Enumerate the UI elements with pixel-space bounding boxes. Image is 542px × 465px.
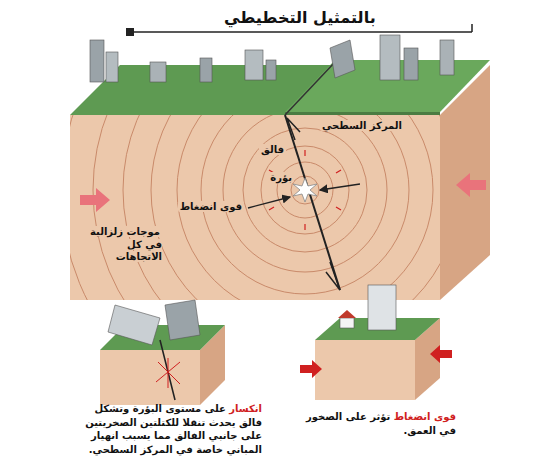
fracture-panel	[156, 358, 180, 388]
buildings	[440, 40, 454, 75]
seismic-waves	[70, 115, 440, 300]
compression-panel	[368, 285, 396, 330]
fracture-panel	[108, 305, 160, 345]
fault-line	[285, 115, 340, 290]
compression-panel	[315, 340, 415, 400]
buildings	[90, 35, 454, 82]
buildings	[380, 35, 400, 80]
buildings	[200, 58, 212, 82]
seismic-waves	[177, 115, 433, 300]
fault-label: فالق	[252, 144, 286, 157]
epicenter-label: المركز السطحي	[314, 120, 404, 133]
seismic-waves	[70, 115, 440, 300]
compression-arrows	[80, 173, 486, 212]
compression-arrows	[456, 173, 486, 197]
fracture-panel	[168, 362, 180, 372]
fracture-panel	[156, 372, 168, 382]
compression-panel	[300, 285, 452, 400]
fracture-panel	[165, 300, 200, 340]
waves-label: موجات زلزالية في كل الاتجاهات	[76, 226, 162, 264]
fracture-panel	[168, 372, 169, 388]
wave-ticks	[269, 207, 274, 210]
fracture-panel	[168, 358, 169, 372]
compression-arrows-inner	[248, 197, 290, 208]
compression-arrows-inner	[320, 184, 360, 190]
compression-panel	[338, 310, 356, 318]
seismic-waves	[291, 176, 319, 204]
buildings	[330, 40, 355, 78]
compression-panel	[430, 345, 452, 363]
focus-star	[293, 178, 317, 202]
fault-line	[326, 262, 340, 290]
compression-arrows-inner	[248, 184, 360, 208]
fracture-panel	[168, 372, 180, 384]
seismic-waves	[223, 115, 387, 272]
rock-block	[70, 115, 440, 300]
rock-block	[285, 112, 440, 115]
buildings	[245, 50, 263, 80]
wave-ticks	[336, 170, 341, 173]
title-rule	[471, 24, 473, 32]
wave-ticks	[269, 150, 341, 230]
compression-panel	[340, 318, 354, 328]
focus-label: بؤرة	[262, 172, 294, 185]
focus-star	[293, 178, 317, 202]
fracture-panel	[100, 350, 200, 405]
compression-panel	[300, 360, 322, 378]
seismic-waves	[261, 146, 349, 234]
fracture-panel	[100, 300, 225, 405]
seismic-waves	[123, 115, 440, 300]
buildings	[90, 40, 104, 82]
seismic-waves	[93, 115, 440, 300]
title-rule	[126, 28, 134, 36]
fracture-panel	[160, 340, 175, 400]
diagram-title: بالتمثيل التخطيطي	[224, 8, 376, 27]
seismic-waves	[243, 128, 367, 252]
rock-block	[70, 60, 490, 300]
title-rule	[130, 31, 472, 33]
highlight-word: انكسار	[229, 403, 262, 414]
buildings	[106, 52, 118, 82]
fracture-panel	[158, 362, 168, 372]
wave-ticks	[336, 207, 341, 210]
wave-ticks	[304, 150, 305, 156]
buildings	[150, 62, 166, 82]
fault-line	[285, 62, 335, 115]
force-label: قوى انضغاط	[170, 201, 244, 214]
fracture-caption: انكسار على مستوى البؤرة وتشكل فالق يحدث …	[84, 402, 262, 456]
seismic-waves	[277, 162, 333, 218]
compression-caption: قوى انضغاط تؤثر على الصخور في العمق.	[296, 410, 456, 437]
compression-arrows	[80, 188, 110, 212]
seismic-waves	[151, 115, 440, 300]
buildings	[266, 60, 276, 80]
buildings	[404, 48, 418, 80]
wave-ticks	[304, 224, 305, 230]
fault-line	[287, 118, 300, 140]
highlight-word: قوى انضغاط	[394, 411, 456, 422]
